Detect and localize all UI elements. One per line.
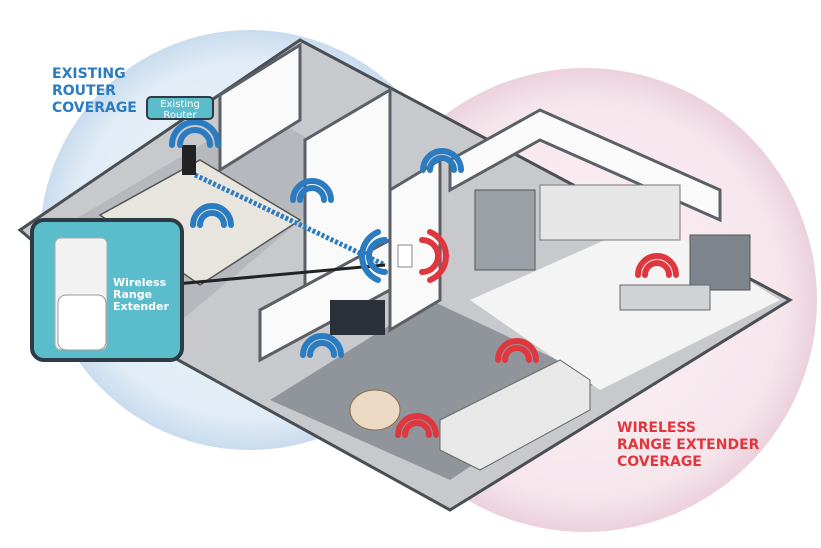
sofa (439, 359, 591, 471)
extender-label: Wireless Range Extender (113, 277, 169, 313)
label-line: Extender (113, 300, 169, 313)
label-line: Range (113, 288, 153, 301)
label-line: RANGE EXTENDER (617, 437, 760, 453)
label-line: ROUTER (52, 83, 116, 99)
kitchen-cabinets (539, 184, 681, 241)
wifi-extender-broadcast-icon (419, 229, 449, 283)
kitchen-island (619, 284, 711, 311)
wifi-sofa-icon (495, 338, 539, 363)
wifi-extender-receive-icon (359, 229, 388, 283)
label-line: EXISTING (52, 66, 126, 82)
refrigerator (474, 189, 536, 271)
wifi-closet-icon (290, 178, 334, 203)
label-line: WIRELESS (617, 420, 697, 436)
wifi-router-icon (169, 119, 221, 148)
extender-coverage-label: WIRELESS RANGE EXTENDER COVERAGE (617, 420, 759, 471)
signal-link-line (193, 172, 387, 268)
wifi-tablet-icon (190, 203, 234, 228)
washer-dryer (689, 234, 751, 291)
extender-device (57, 294, 107, 351)
label-line: COVERAGE (617, 454, 702, 470)
router-device (182, 145, 196, 175)
wifi-bathroom-icon (420, 148, 464, 173)
extender-pointer-line (164, 263, 386, 287)
wifi-laptop-icon (635, 253, 679, 278)
wifi-tv-icon (300, 333, 344, 358)
extender-wall-plug (397, 244, 413, 268)
label-line: Existing (160, 99, 200, 110)
wifi-table-icon (395, 413, 439, 438)
label-line: COVERAGE (52, 100, 137, 116)
label-line: Wireless (113, 276, 167, 289)
label-line: Router (163, 110, 197, 121)
armchair (349, 389, 401, 431)
existing-router-tag: Existing Router (146, 96, 214, 121)
router-coverage-label: EXISTING ROUTER COVERAGE (52, 66, 137, 117)
interior-walls (218, 42, 722, 363)
tv (330, 300, 385, 335)
